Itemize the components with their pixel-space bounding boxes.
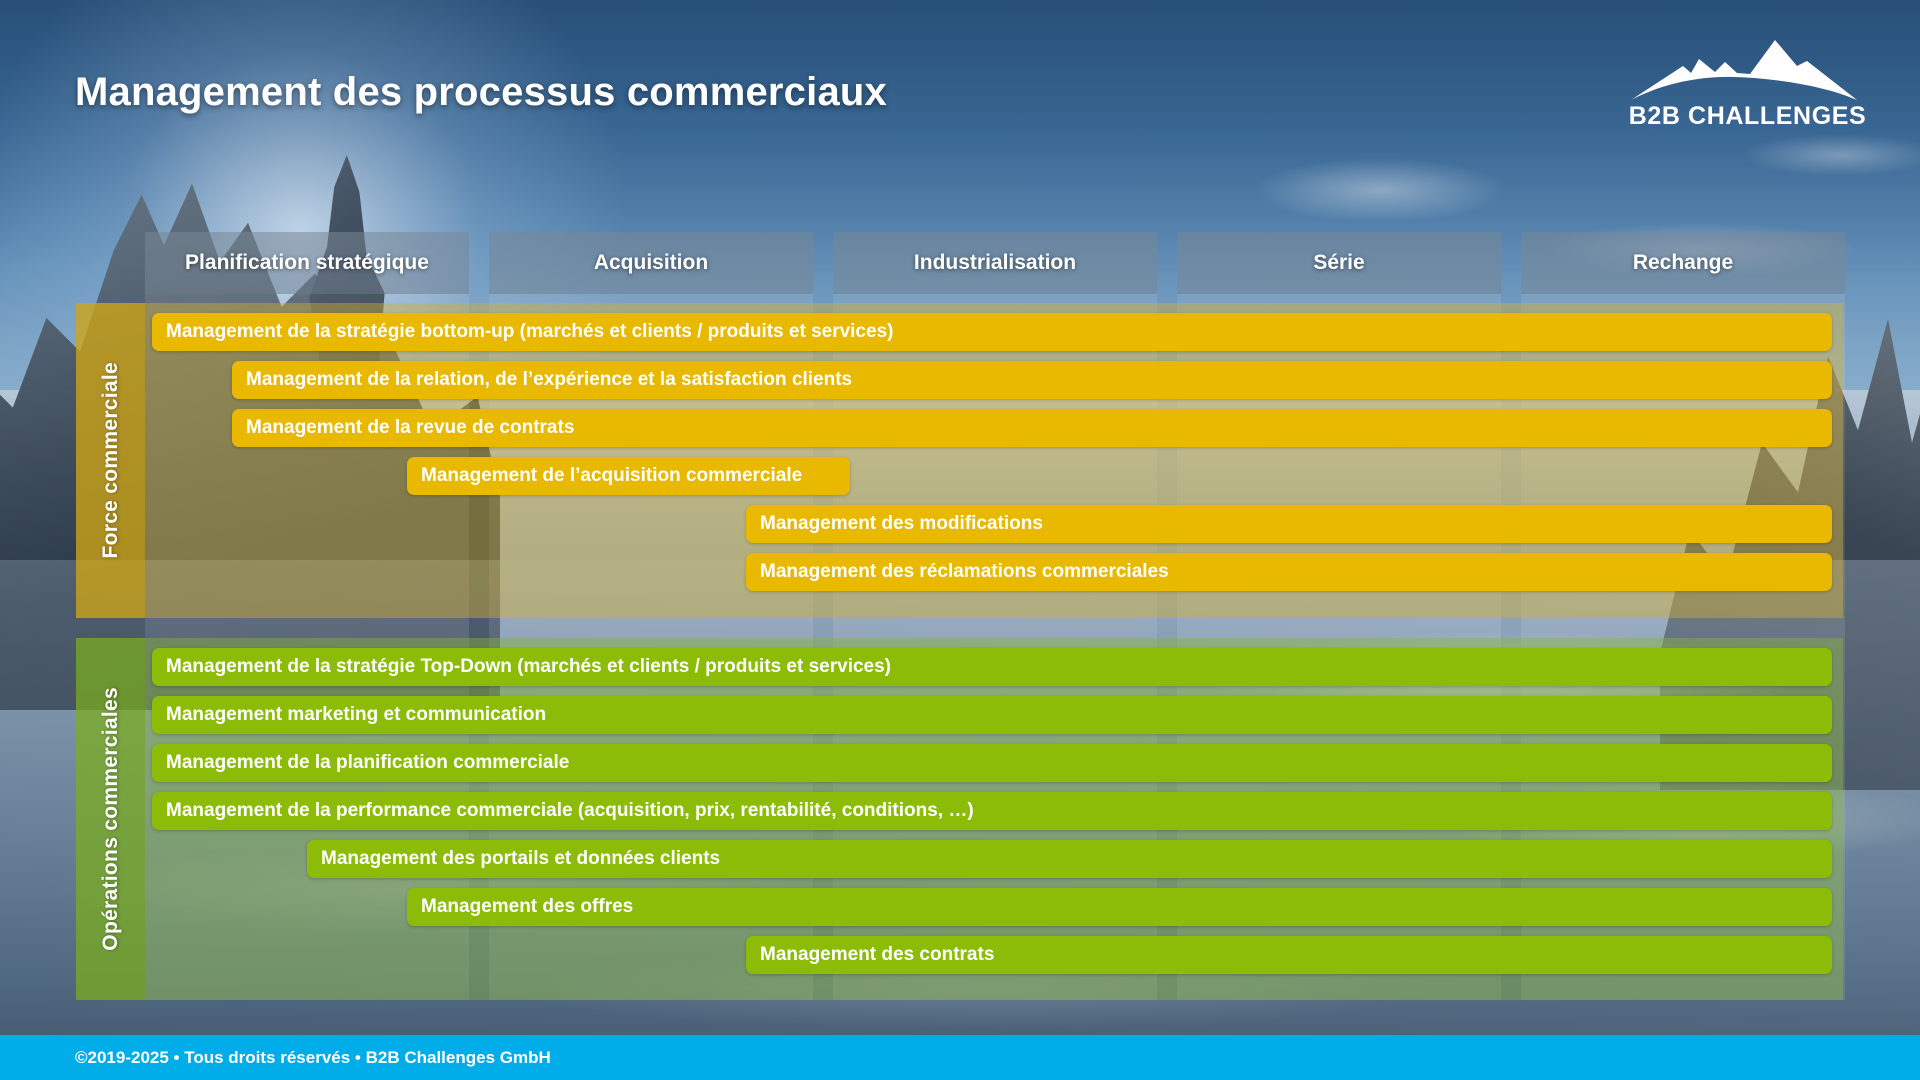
phase-header-serie: Série xyxy=(1177,232,1501,294)
phase-header-acquisition: Acquisition xyxy=(489,232,813,294)
process-bar[interactable]: Management de la revue de contrats xyxy=(232,409,1832,447)
process-bar[interactable]: Management de la relation, de l’expérien… xyxy=(232,361,1832,399)
process-bar[interactable]: Management de la stratégie bottom-up (ma… xyxy=(152,313,1832,351)
process-bar[interactable]: Management de l’acquisition commerciale xyxy=(407,457,850,495)
copyright-text: ©2019-2025 • Tous droits réservés • B2B … xyxy=(75,1047,551,1067)
process-bar[interactable]: Management des modifications xyxy=(746,505,1832,543)
swimlane-force-commerciale: Force commerciale Management de la strat… xyxy=(76,303,1843,618)
swimlane-body-force-commerciale: Management de la stratégie bottom-up (ma… xyxy=(145,303,1843,618)
phase-header-planification: Planification stratégique xyxy=(145,232,469,294)
swimlane-body-operations-commerciales: Management de la stratégie Top-Down (mar… xyxy=(145,638,1843,1000)
footer-bar: ©2019-2025 • Tous droits réservés • B2B … xyxy=(0,1035,1920,1080)
brand-logo: B2B CHALLENGES xyxy=(1625,28,1870,136)
logo-wordmark: B2B CHALLENGES xyxy=(1628,102,1867,130)
process-bar[interactable]: Management de la planification commercia… xyxy=(152,744,1832,782)
process-bar[interactable]: Management de la stratégie Top-Down (mar… xyxy=(152,648,1832,686)
swimlane-label-text: Force commerciale xyxy=(98,362,122,559)
process-bar[interactable]: Management des réclamations commerciales xyxy=(746,553,1832,591)
phase-header-rechange: Rechange xyxy=(1521,232,1845,294)
swimlane-label-text: Opérations commerciales xyxy=(98,687,122,951)
process-bar[interactable]: Management des offres xyxy=(407,888,1832,926)
swimlane-operations-commerciales: Opérations commerciales Management de la… xyxy=(76,638,1843,1000)
process-bar[interactable]: Management des portails et données clien… xyxy=(307,840,1832,878)
process-bar[interactable]: Management marketing et communication xyxy=(152,696,1832,734)
process-bar[interactable]: Management de la performance commerciale… xyxy=(152,792,1832,830)
swimlane-label-operations-commerciales: Opérations commerciales xyxy=(76,638,145,1000)
mountain-logo-icon xyxy=(1631,40,1857,100)
swimlane-label-force-commerciale: Force commerciale xyxy=(76,303,145,618)
process-bar[interactable]: Management des contrats xyxy=(746,936,1832,974)
page-title: Management des processus commerciaux xyxy=(75,70,887,114)
phase-header-industrialisation: Industrialisation xyxy=(833,232,1157,294)
